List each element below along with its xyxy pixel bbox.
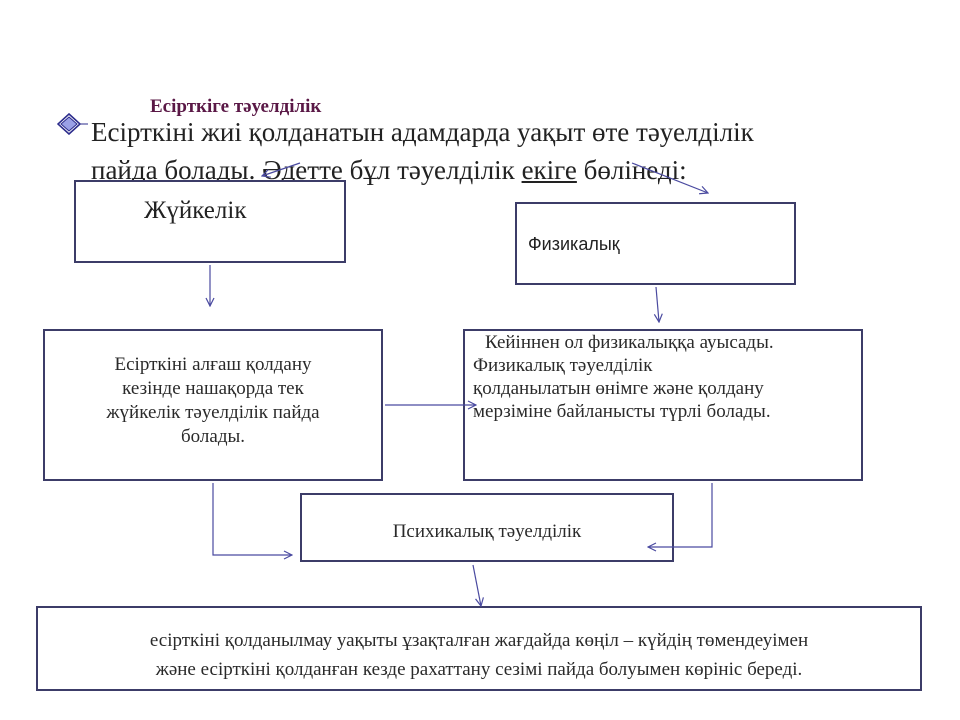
- arrow-physical-to-later: [656, 286, 659, 322]
- first-use-line-4: болады.: [180, 426, 245, 447]
- bullet-line-2-end: бөлінеді:: [576, 155, 687, 185]
- final-line-1: есірткіні қолданылмау уақыты ұзақталған …: [149, 630, 809, 651]
- arrow-psych-to-final: [472, 564, 481, 606]
- box-nervous-dependence: Жүйкелік: [74, 180, 346, 263]
- slide-title: Есірткіге тәуелділік: [150, 96, 322, 117]
- later-line-4: мерзіміне байланысты түрлі болады.: [473, 401, 771, 422]
- box-physical-dependence: Физикалық: [515, 202, 796, 285]
- arrow-first-use-to-psych: [212, 483, 292, 555]
- nervous-label: Жүйкелік: [144, 197, 247, 224]
- later-line-3: қолданылатын өнімге және қолдану: [473, 378, 764, 399]
- box-later-physical: Кейіннен ол физикалыққа ауысады. Физикал…: [463, 329, 863, 481]
- physical-label: Физикалық: [528, 234, 620, 254]
- psychological-label: Психикалық тәуелділік: [392, 521, 582, 542]
- box-psychological-dependence: Психикалық тәуелділік: [300, 493, 674, 562]
- first-use-line-1: Есірткіні алғаш қолдану: [114, 354, 312, 375]
- box-first-use: Есірткіні алғаш қолдану кезінде нашақорд…: [43, 329, 383, 481]
- box-final-description: есірткіні қолданылмау уақыты ұзақталған …: [36, 606, 922, 691]
- final-text: есірткіні қолданылмау уақыты ұзақталған …: [38, 626, 920, 684]
- later-line-1: Кейіннен ол физикалыққа ауысады.: [485, 332, 774, 353]
- later-text: Кейіннен ол физикалыққа ауысады. Физикал…: [473, 331, 774, 423]
- final-line-2: және есірткіні қолданған кезде рахаттану…: [155, 659, 803, 680]
- bullet-line-1: Есірткіні жиі қолданатын адамдарда уақыт…: [91, 117, 754, 147]
- first-use-text: Есірткіні алғаш қолдану кезінде нашақорд…: [51, 353, 375, 449]
- later-line-2: Физикалық тәуелділік: [473, 355, 653, 376]
- bullet-underlined-word: екіге: [521, 155, 577, 185]
- bullet-text: Есірткіні жиі қолданатын адамдарда уақыт…: [91, 113, 911, 189]
- first-use-line-2: кезінде нашақорда тек: [122, 378, 304, 399]
- first-use-line-3: жүйкелік тәуелділік пайда: [106, 402, 320, 423]
- diamond-bullet-icon: [57, 113, 88, 135]
